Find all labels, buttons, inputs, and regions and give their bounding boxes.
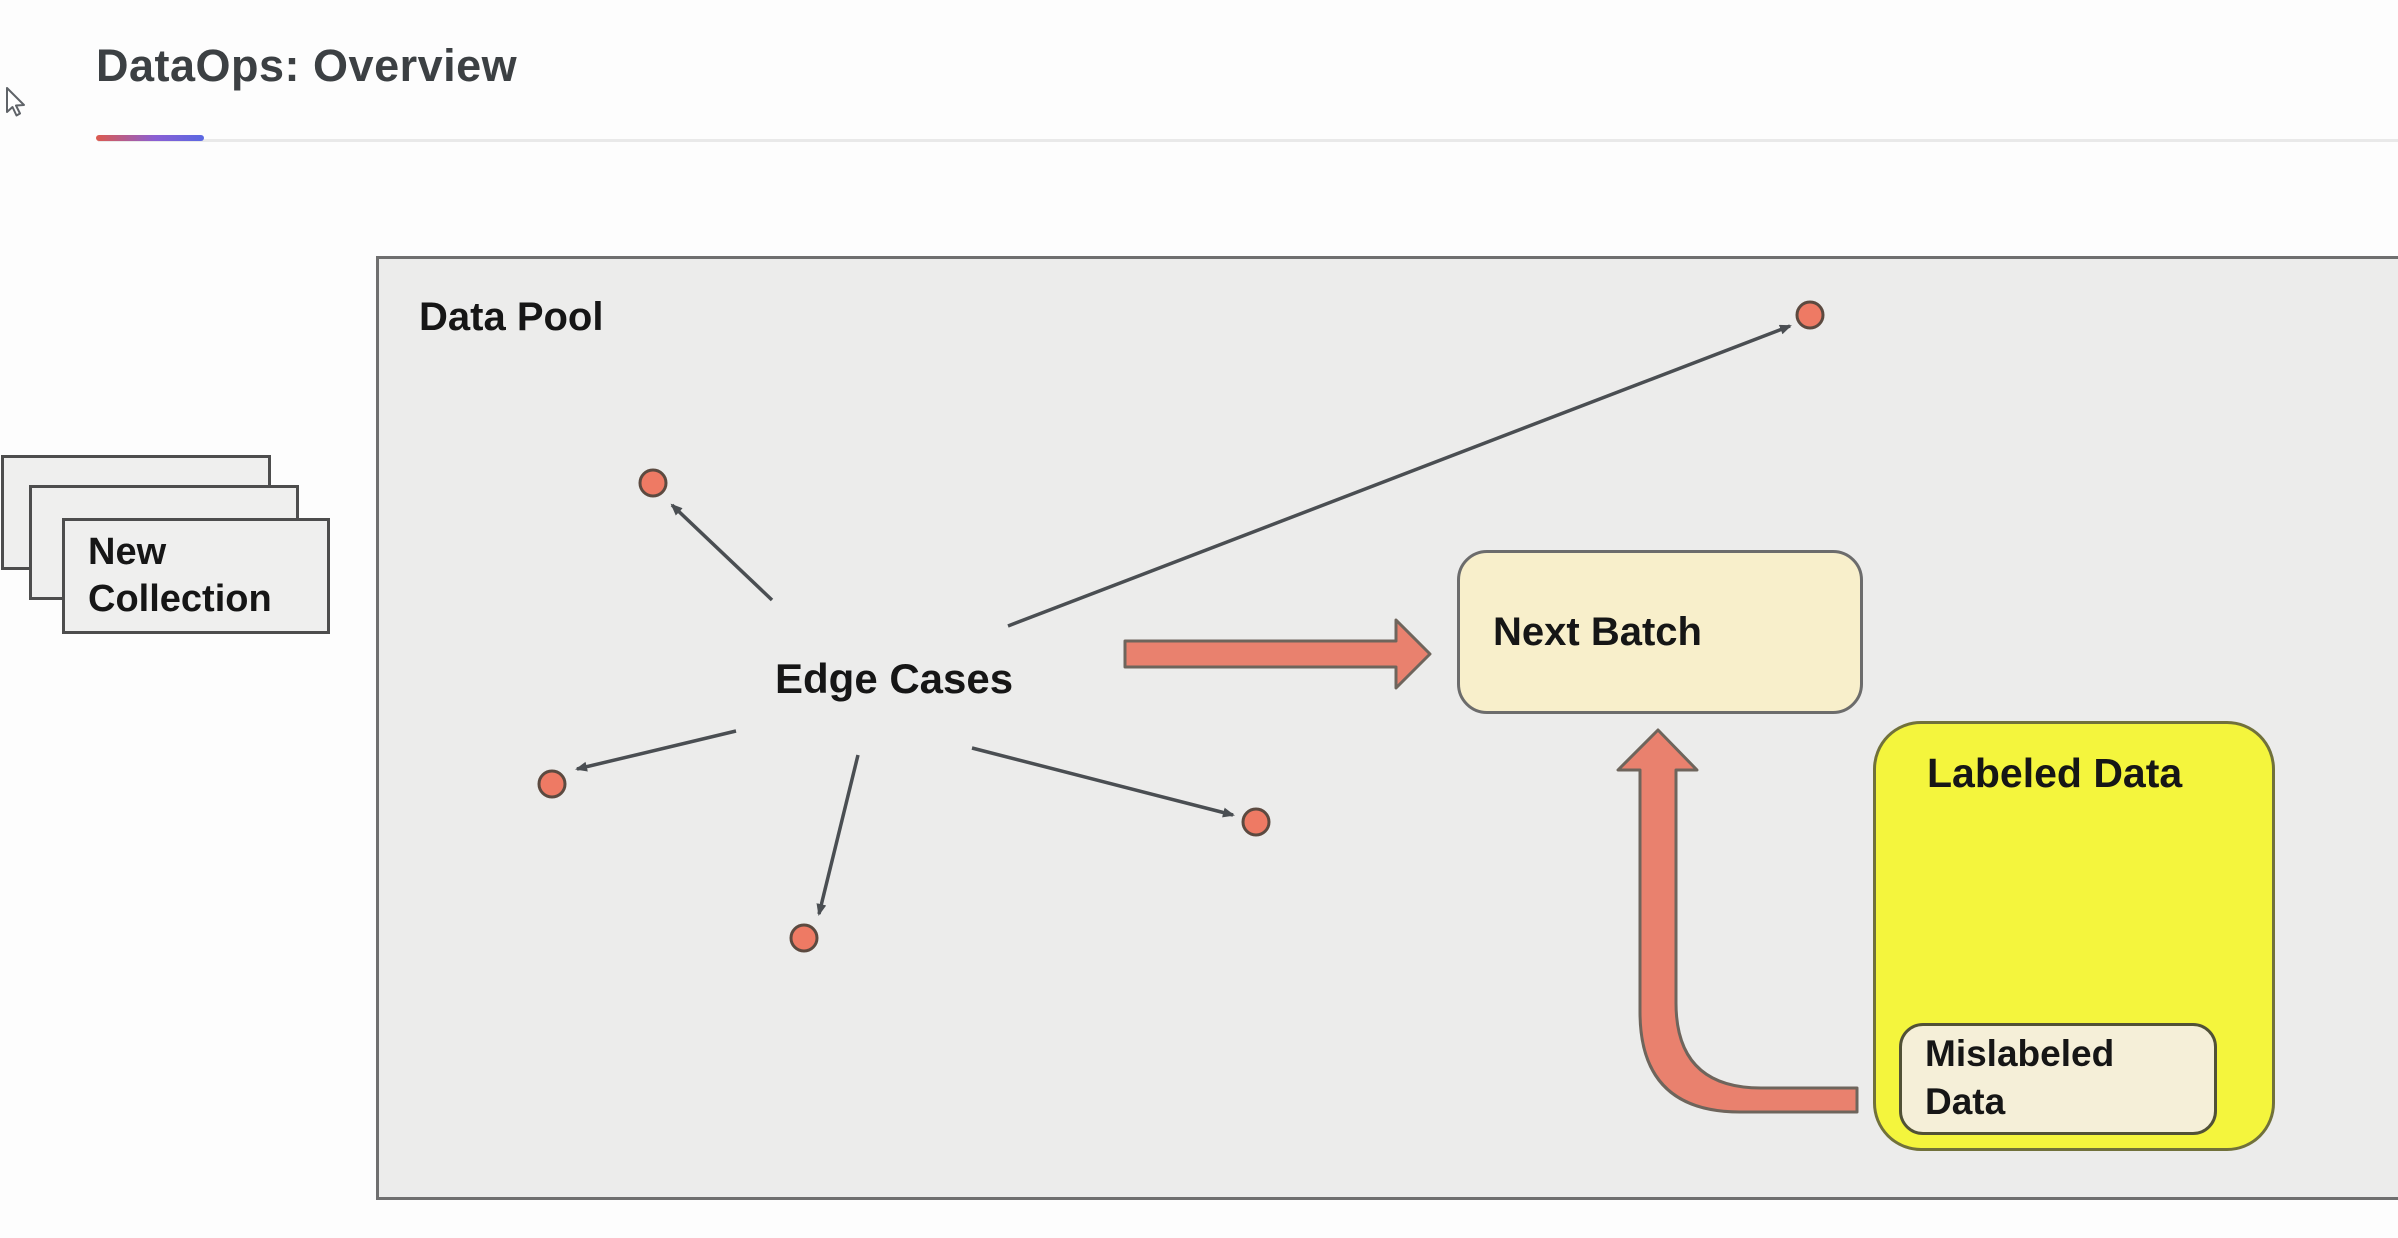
edge-cases-label: Edge Cases (775, 655, 1014, 702)
title-underline-accent (96, 135, 204, 141)
new-collection-label: New Collection (88, 531, 272, 620)
data-pool-label: Data Pool (419, 295, 604, 339)
mislabeled-data-label: Mislabeled Data (1925, 1033, 2115, 1122)
labeled-data-box: Labeled Data Mislabeled Data (1873, 721, 2275, 1151)
page-title: DataOps: Overview (96, 40, 518, 91)
title-divider (98, 139, 2398, 142)
labeled-data-label: Labeled Data (1927, 750, 2183, 796)
next-batch-label: Next Batch (1493, 609, 1702, 654)
mouse-cursor-icon (6, 87, 25, 117)
next-batch-box: Next Batch (1457, 550, 1863, 714)
new-collection-card-front: New Collection (62, 518, 330, 634)
mislabeled-data-box: Mislabeled Data (1899, 1023, 2217, 1135)
